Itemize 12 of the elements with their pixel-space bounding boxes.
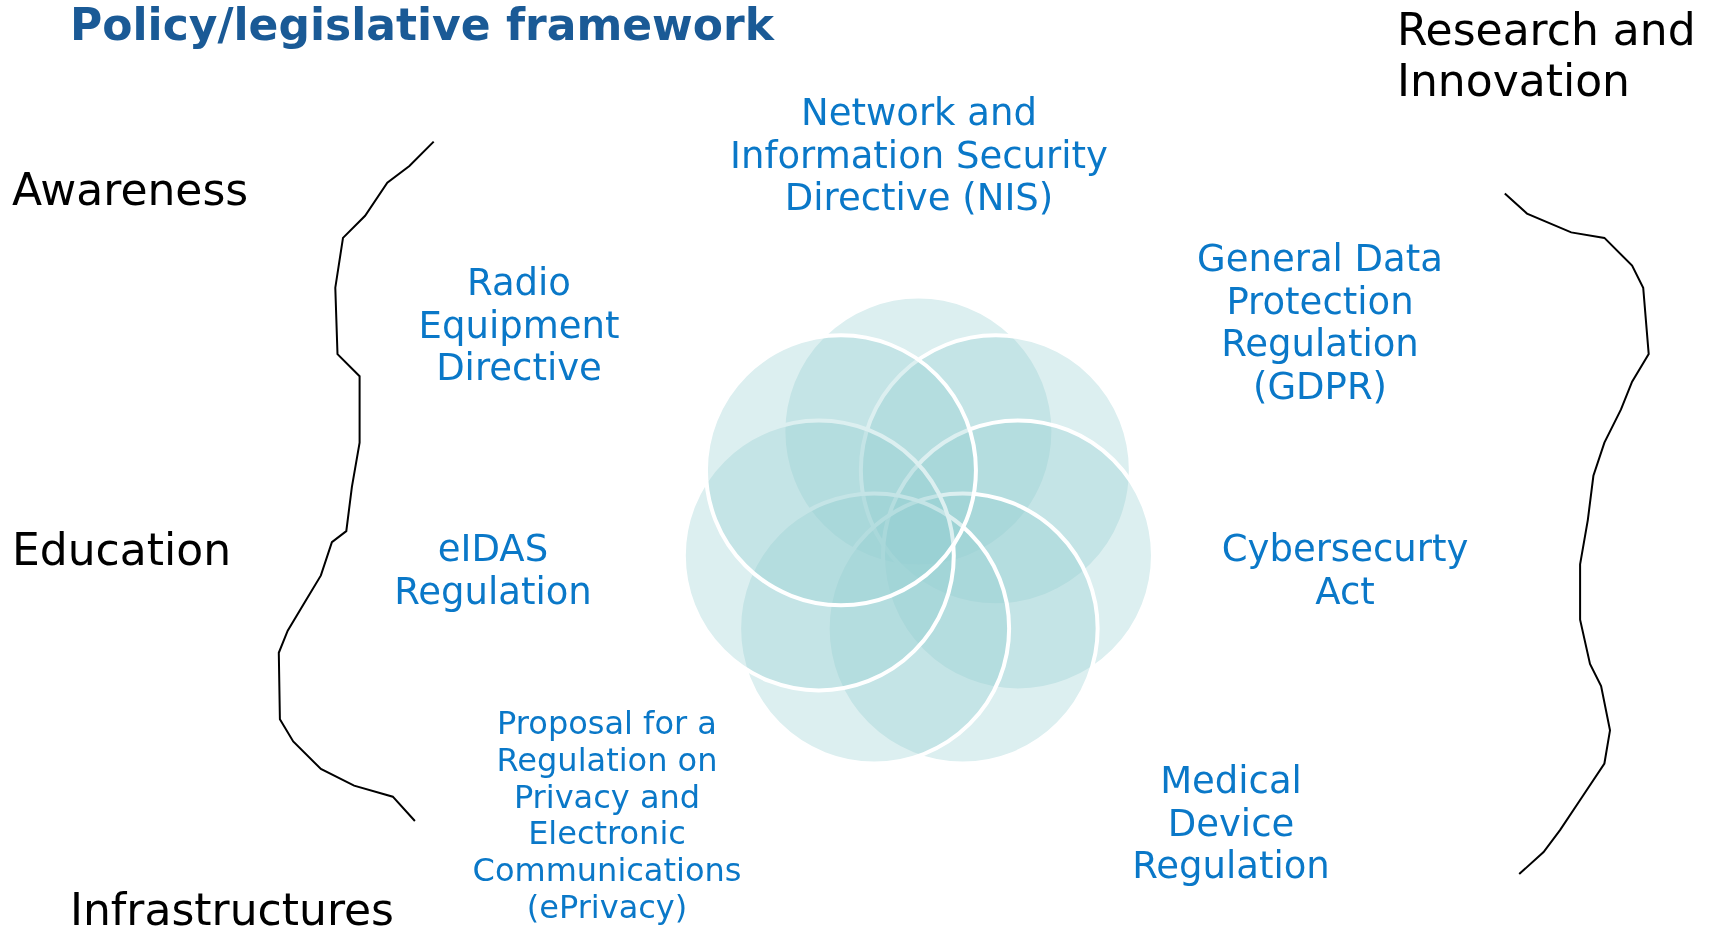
legislation-label: Medical Device Regulation <box>1131 760 1331 888</box>
topic-label: Education <box>12 525 232 576</box>
legislation-label: Network and Information Security Directive (NIS) <box>729 92 1109 220</box>
topic-label: Awareness <box>12 165 249 216</box>
legislation-label: eIDAS Regulation <box>393 528 593 614</box>
topic-label: Infrastructures <box>70 885 394 936</box>
title: Policy/legislative framework <box>70 0 774 51</box>
legislation-label: Proposal for a Regulation on Privacy and Electronic Communications (ePrivacy) <box>471 705 743 926</box>
legislation-label: Cybersecurty Act <box>1220 528 1470 614</box>
legislation-label: Radio Equipment Directive <box>417 262 621 390</box>
legislation-label: General Data Protection Regulation (GDPR) <box>1196 238 1444 409</box>
topic-label: Research and Innovation <box>1397 5 1697 107</box>
